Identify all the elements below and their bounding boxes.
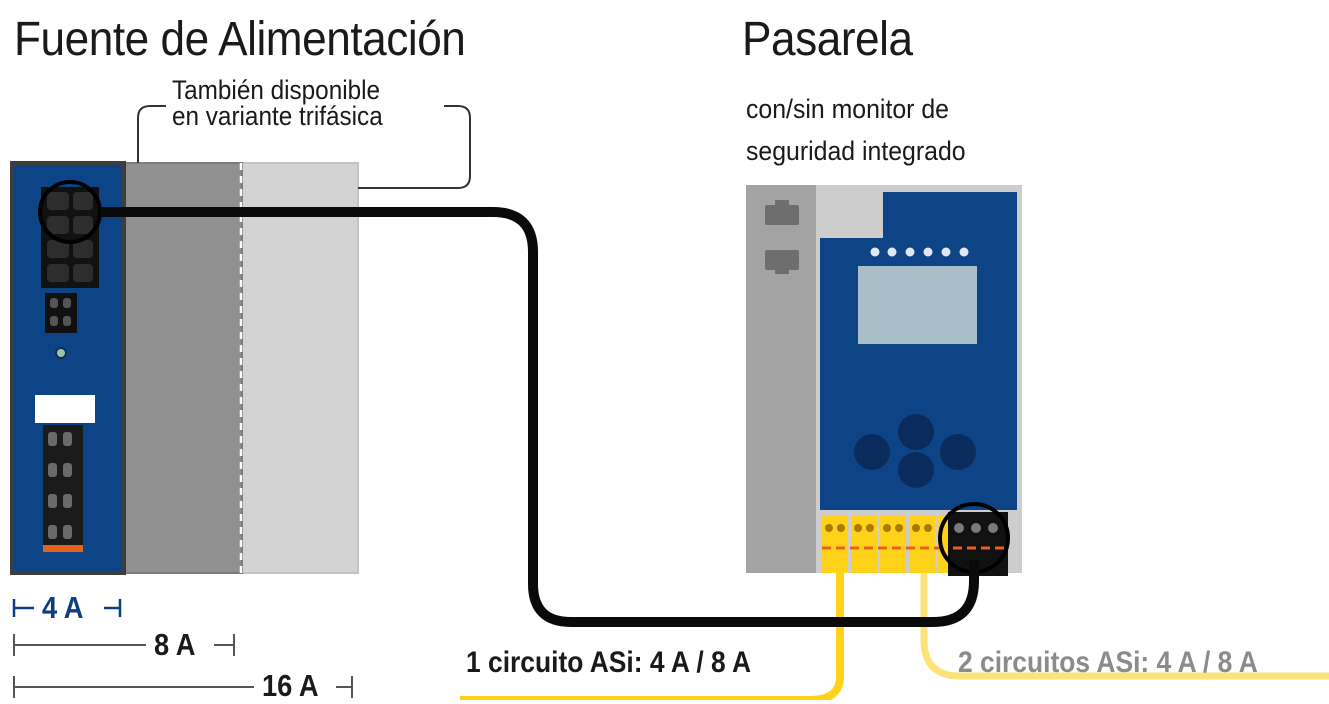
rating-4a-line — [12, 599, 122, 617]
two-circuits-label: 2 circuitos ASi: 4 A / 8 A — [958, 646, 1258, 679]
rating-16a-label: 16 A — [262, 668, 319, 703]
gateway-subtitle-line2: seguridad integrado — [746, 136, 966, 166]
gateway-unit — [746, 185, 1022, 576]
variant-note-line2: en variante trifásica — [172, 101, 383, 131]
rating-4a-label: 4 A — [42, 590, 84, 625]
navigation-button-icon — [854, 414, 976, 488]
extension-module-light — [239, 162, 359, 574]
device-label-plate — [35, 395, 95, 423]
gateway-subtitle-line1: con/sin monitor de — [746, 94, 949, 124]
one-circuit-label: 1 circuito ASi: 4 A / 8 A — [466, 646, 752, 679]
ethernet-port-icon — [765, 250, 799, 274]
extension-module-dark — [123, 162, 243, 574]
status-leds — [870, 247, 969, 257]
variant-note-line1: También disponible — [172, 75, 381, 105]
rating-8a-label: 8 A — [154, 627, 196, 662]
gateway-side-panel — [746, 185, 816, 573]
terminal-slots — [47, 192, 93, 282]
asi-terminal-block — [822, 515, 948, 573]
signal-terminal-block — [45, 293, 77, 333]
ethernet-port-icon — [765, 200, 799, 225]
rating-16a-line — [13, 676, 353, 698]
gateway-title: Pasarela — [742, 13, 913, 66]
power-cable — [100, 207, 979, 627]
power-supply-title: Fuente de Alimentación — [14, 13, 466, 66]
gateway-top-cut — [820, 192, 883, 238]
variant-bracket — [137, 105, 471, 189]
asi-cable-yellow — [460, 573, 844, 700]
rating-8a-line — [13, 634, 235, 656]
power-supply-unit — [10, 161, 359, 575]
power-input-terminal — [948, 512, 1008, 576]
gateway-display — [858, 266, 977, 344]
asi-cable-light — [920, 573, 1329, 680]
led-indicator-icon — [55, 347, 67, 359]
orange-connector-strip — [43, 545, 83, 552]
